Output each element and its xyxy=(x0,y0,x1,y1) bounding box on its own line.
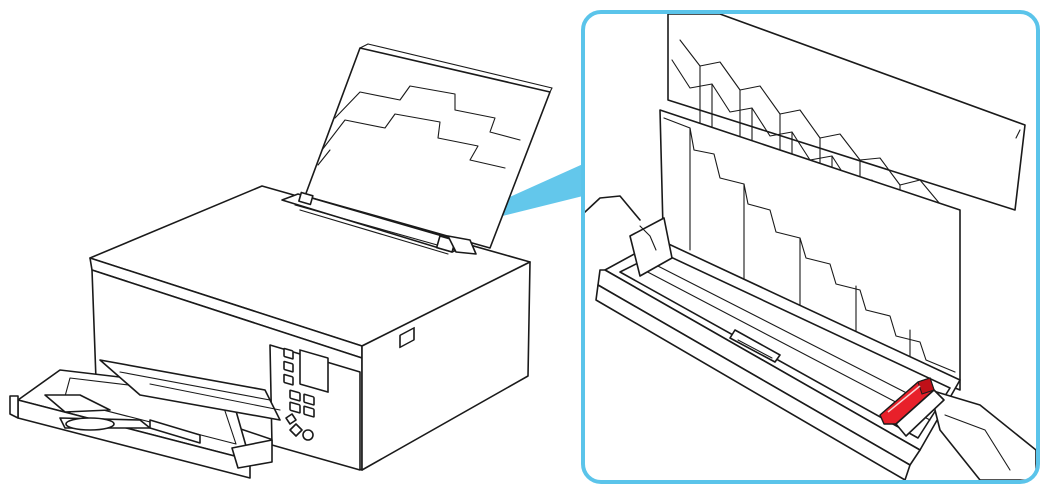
paper-output-tray xyxy=(9,359,281,479)
feed-slot xyxy=(585,195,1036,480)
panel-lcd xyxy=(299,349,329,393)
right-paper-guide xyxy=(879,377,945,437)
paper-support xyxy=(304,43,553,249)
paper-support-front xyxy=(659,109,961,391)
rear-tray-slot xyxy=(281,191,477,255)
operation-panel xyxy=(269,344,361,471)
printer-overview xyxy=(9,43,553,479)
printer-side-face xyxy=(361,261,531,471)
rear-tray-closeup xyxy=(581,10,1040,484)
left-paper-guide xyxy=(629,217,673,277)
